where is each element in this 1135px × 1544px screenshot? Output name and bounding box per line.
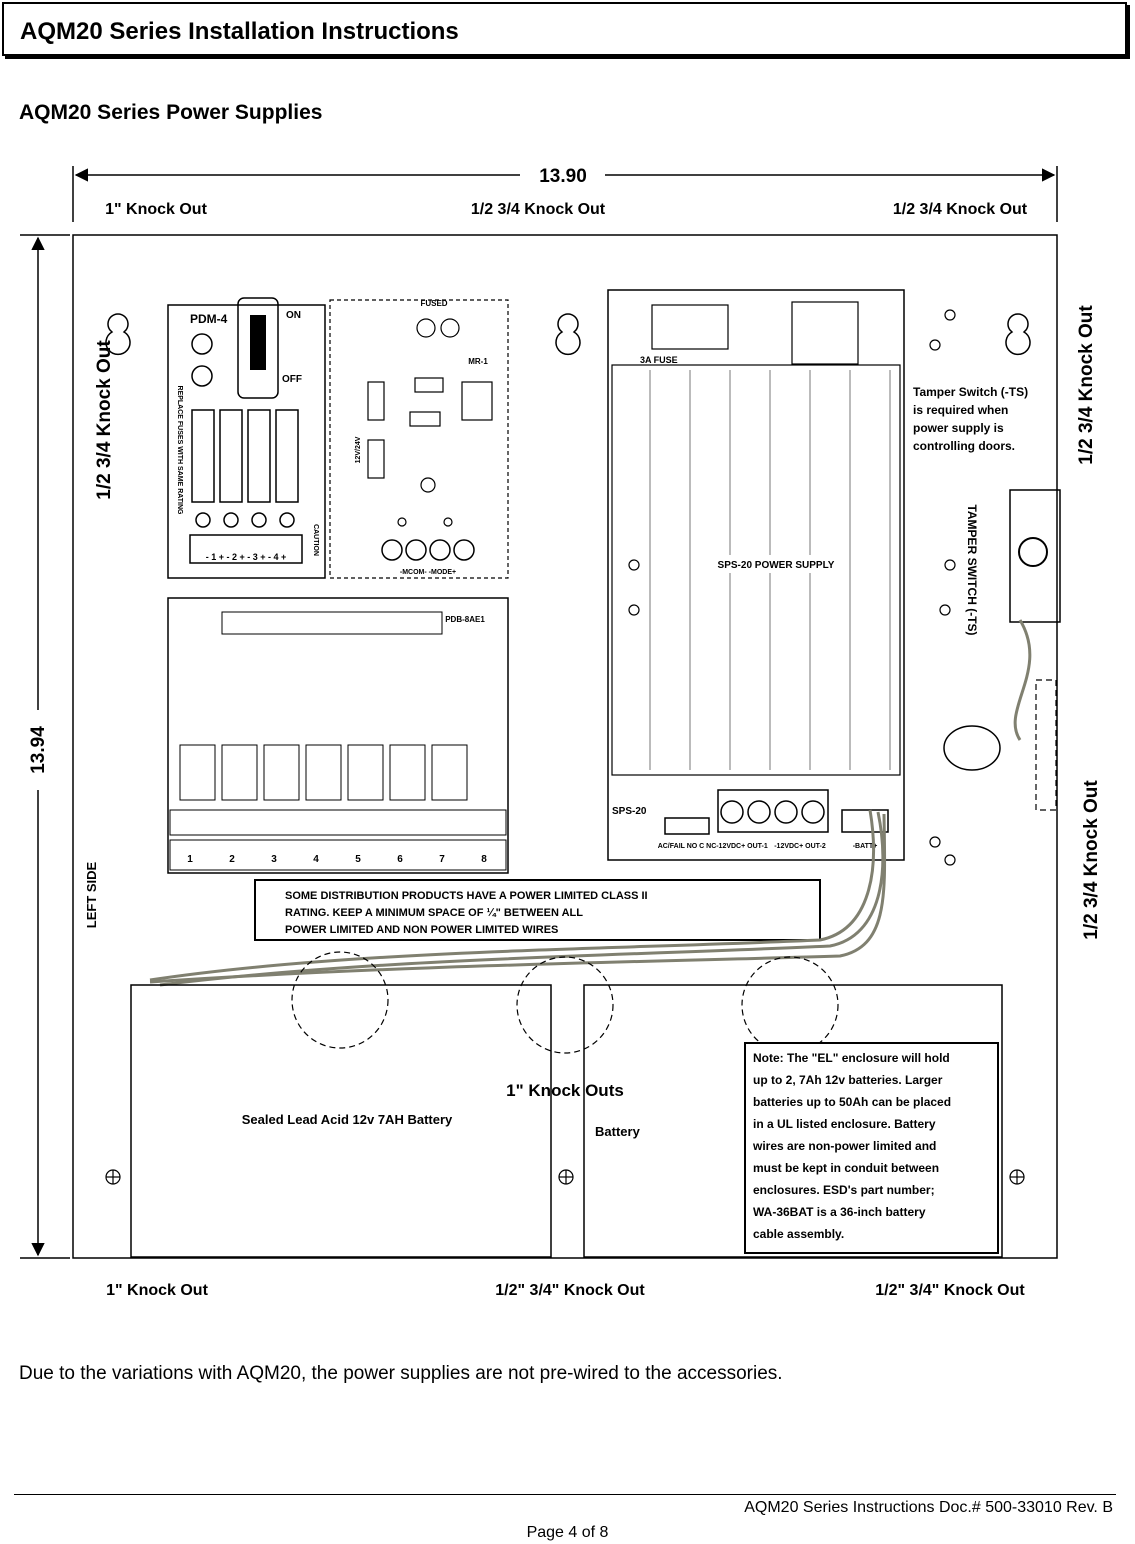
battery-right-label: Battery bbox=[595, 1124, 641, 1139]
pdm4-switch-lever bbox=[250, 315, 266, 370]
pdb-relays bbox=[169, 611, 507, 871]
pdb-output: 7 bbox=[439, 854, 445, 865]
el-note-line: cable assembly. bbox=[753, 1227, 844, 1241]
tamper-switch-label: TAMPER SWITCH (-TS) bbox=[965, 504, 979, 635]
el-note-line: must be kept in conduit between bbox=[753, 1161, 939, 1175]
wires bbox=[149, 619, 1032, 987]
sps20-transformer bbox=[791, 301, 859, 365]
pdb-output: 6 bbox=[397, 854, 403, 865]
pdb-output: 5 bbox=[355, 854, 361, 865]
conduit-outline bbox=[1035, 679, 1057, 811]
bottom-knockout-left: 1" Knock Out bbox=[106, 1282, 208, 1299]
pdb-label: PDB-8AE1 bbox=[445, 615, 485, 624]
el-note-line: enclosures. ESD's part number; bbox=[753, 1183, 935, 1197]
sps20-battery: -BATT+ bbox=[853, 843, 878, 850]
pdm4-fuses bbox=[189, 409, 303, 564]
pdb-output: 3 bbox=[271, 854, 277, 865]
footer-rule bbox=[14, 1494, 1116, 1495]
bottom-knockout-center: 1/2" 3/4" Knock Out bbox=[495, 1282, 645, 1299]
sps20-fuse-holder bbox=[651, 304, 729, 350]
sps20-fuse: 3A FUSE bbox=[640, 355, 678, 365]
top-knockout-right: 1/2 3/4 Knock Out bbox=[893, 201, 1028, 218]
pdm4-label: PDM-4 bbox=[190, 312, 228, 326]
pdb-output: 1 bbox=[187, 854, 193, 865]
left-side-label: LEFT SIDE bbox=[84, 861, 99, 928]
pdm4-on: ON bbox=[286, 310, 301, 321]
knockout-plug bbox=[943, 725, 1001, 771]
header-title: AQM20 Series Installation Instructions bbox=[20, 18, 459, 45]
fw-label: 12V/24V bbox=[355, 436, 362, 463]
el-note-line: wires are non-power limited and bbox=[752, 1139, 936, 1153]
enclosure-outline bbox=[72, 234, 1058, 1259]
mr1-board bbox=[329, 299, 509, 579]
right-knockout-bottom: 1/2 3/4 Knock Out bbox=[1081, 780, 1102, 940]
right-knockout-top: 1/2 3/4 Knock Out bbox=[1076, 305, 1097, 465]
knock-outs-center: 1" Knock Outs bbox=[506, 1081, 624, 1100]
footer-page: Page 4 of 8 bbox=[526, 1524, 609, 1541]
mcm-label: -MCOM- -MODE+ bbox=[400, 569, 456, 576]
sps20-heatsink bbox=[611, 364, 901, 776]
el-note-lines: Note: The "EL" enclosure will hold up to… bbox=[752, 1051, 951, 1241]
sps20-label: SPS-20 POWER SUPPLY bbox=[718, 560, 835, 571]
battery-left-label: Sealed Lead Acid 12v 7AH Battery bbox=[242, 1112, 453, 1127]
left-knockout: 1/2 3/4 Knock Out bbox=[94, 340, 115, 500]
pdb-outputs: 1 2 3 4 5 6 7 8 bbox=[187, 854, 487, 865]
mr1-label: MR-1 bbox=[468, 357, 488, 366]
section-title: AQM20 Series Power Supplies bbox=[19, 101, 323, 124]
enclosure-diagram-svg: 13.90 1" Knock Out 1/2 3/4 Knock Out 1/2… bbox=[20, 166, 1102, 1299]
top-knockout-center: 1/2 3/4 Knock Out bbox=[471, 201, 606, 218]
sps20-board bbox=[607, 289, 905, 861]
sps20-out1: -12VDC+ OUT-1 bbox=[716, 843, 768, 850]
battery-left bbox=[130, 984, 552, 1258]
body-text: Due to the variations with AQM20, the po… bbox=[19, 1363, 783, 1384]
pdb-board bbox=[167, 597, 509, 874]
sps20-terminals bbox=[664, 789, 889, 835]
power-limited-text: SOME DISTRIBUTION PRODUCTS HAVE A POWER … bbox=[285, 890, 651, 936]
el-note-line: in a UL listed enclosure. Battery bbox=[753, 1117, 936, 1131]
pdm4-caution: CAUTION bbox=[312, 524, 319, 556]
sps20-model: SPS-20 bbox=[612, 806, 647, 817]
mounting-holes bbox=[105, 309, 1025, 1185]
power-limited-note bbox=[254, 879, 821, 941]
sps20-ac-fail: AC/FAIL NO C NC bbox=[658, 843, 717, 850]
pdm4-terminals: - 1 + - 2 + - 3 + - 4 + bbox=[206, 552, 287, 562]
pdb-output: 2 bbox=[229, 854, 235, 865]
footer-doc: AQM20 Series Instructions Doc.# 500-3301… bbox=[744, 1499, 1113, 1516]
top-knockout-left: 1" Knock Out bbox=[105, 201, 207, 218]
mr1-components bbox=[367, 318, 493, 527]
bottom-knockout-right: 1/2" 3/4" Knock Out bbox=[875, 1282, 1025, 1299]
fused-label: FUSED bbox=[420, 299, 447, 308]
width-dimension: 13.90 bbox=[539, 166, 587, 187]
el-note-line: up to 2, 7Ah 12v batteries. Larger bbox=[753, 1073, 943, 1087]
pdm4-board bbox=[167, 304, 326, 579]
keyhole-mounts bbox=[105, 313, 1031, 356]
el-note-box bbox=[744, 1042, 999, 1254]
enclosure-diagram: 13.90 1" Knock Out 1/2 3/4 Knock Out 1/2… bbox=[0, 150, 1135, 1315]
pdm4-off: OFF bbox=[282, 374, 302, 385]
pdb-output: 8 bbox=[481, 854, 487, 865]
sps20-out2: -12VDC+ OUT-2 bbox=[774, 843, 826, 850]
pdm4-switch bbox=[237, 297, 279, 399]
el-note-line: batteries up to 50Ah can be placed bbox=[753, 1095, 951, 1109]
height-dimension: 13.94 bbox=[28, 726, 49, 774]
pdm4-fuse-note: REPLACE FUSES WITH SAME RATING bbox=[176, 386, 183, 516]
tamper-switch bbox=[1009, 489, 1061, 623]
tamper-note: Tamper Switch (-TS) is required when pow… bbox=[913, 385, 1031, 453]
el-note-line: Note: The "EL" enclosure will hold bbox=[753, 1051, 950, 1065]
header-box: AQM20 Series Installation Instructions bbox=[2, 2, 1127, 56]
mr1-terminal-block bbox=[381, 539, 475, 561]
el-note-line: WA-36BAT is a 36-inch battery bbox=[753, 1205, 926, 1219]
battery-right bbox=[583, 984, 1003, 1258]
pdb-output: 4 bbox=[313, 854, 319, 865]
